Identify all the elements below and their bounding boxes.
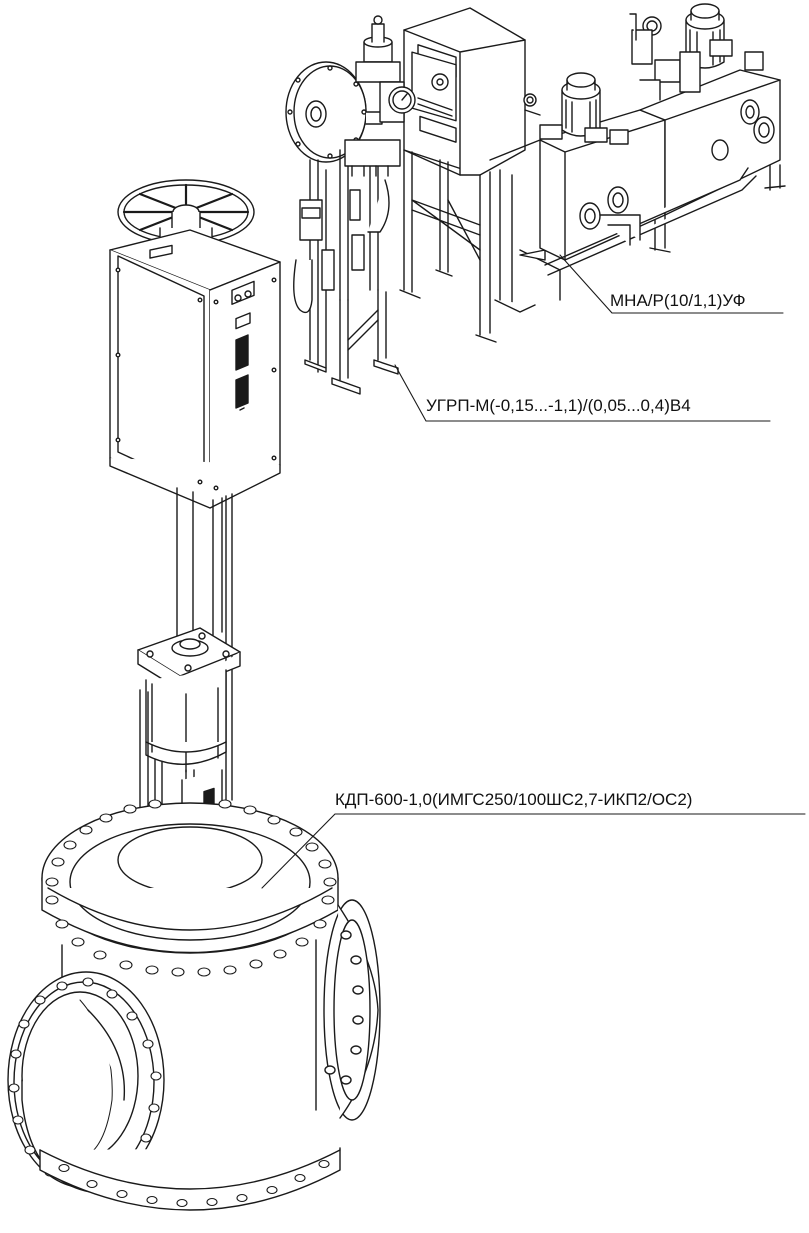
flange-bolts [46, 800, 336, 976]
bonnet-flange [42, 803, 338, 953]
cable-conduit [490, 94, 540, 160]
electric-motor-1 [562, 73, 607, 142]
handwheel [118, 180, 254, 246]
cabinet-stand [400, 150, 496, 342]
actuator-indicator-panel [232, 281, 254, 410]
leader-pump-station [560, 255, 783, 313]
regulator-piping [294, 140, 400, 368]
pump-station-assembly [400, 4, 785, 342]
actuator-box [110, 230, 280, 508]
bottom-flange [40, 1148, 340, 1210]
pressure-gauge [389, 87, 415, 113]
regulator-stand [305, 290, 398, 394]
control-cabinet [404, 8, 525, 175]
gas-regulator-assembly [286, 16, 415, 394]
return-pipe [545, 168, 756, 275]
nameplate [150, 245, 172, 258]
label-gas-regulator: УГРП-М(-0,15...-1,1)/(0,05...0,4)В4 [426, 396, 691, 415]
gate-valve-body [8, 800, 380, 1210]
leader-lines [262, 255, 805, 888]
valve-actuator [110, 180, 280, 508]
regulator-diaphragm [286, 62, 382, 162]
oil-tank-right [640, 70, 780, 215]
label-pump-station: МНА/Р(10/1,1)УФ [610, 291, 746, 310]
outlet-flange [324, 900, 380, 1120]
leader-valve [262, 814, 805, 888]
label-valve: КДП-600-1,0(ИМГС250/100ШС2,7-ИКП2/ОС2) [335, 790, 693, 809]
leader-gas-regulator [395, 365, 770, 421]
hydraulic-valves [540, 14, 763, 144]
